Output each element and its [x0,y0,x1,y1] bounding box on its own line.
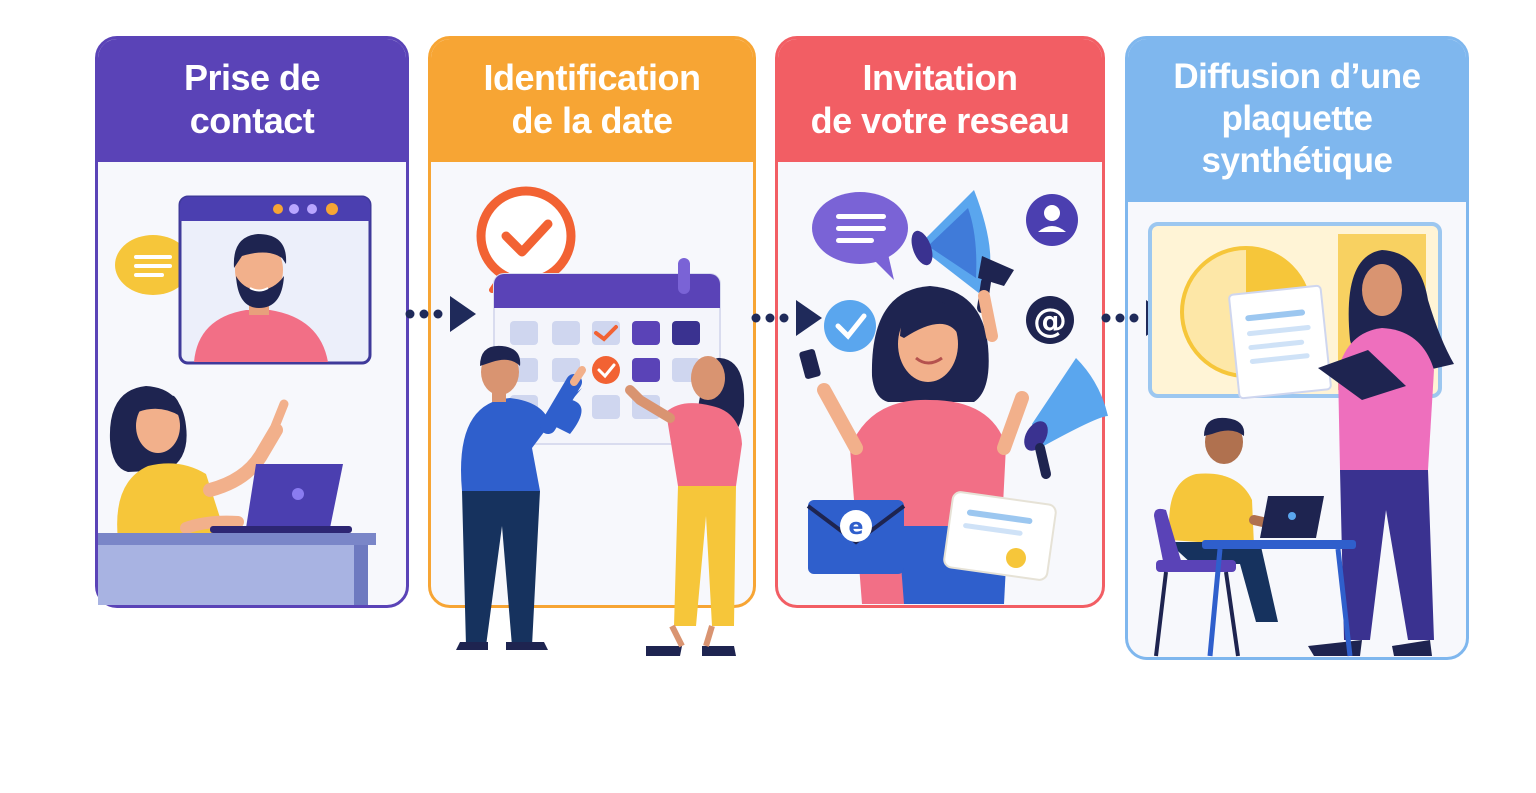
step-title-1: Prise de contact [98,39,406,162]
at-sign-icon: @ [1026,296,1074,344]
user-profile-icon [1026,194,1078,246]
step-title-2: Identification de la date [431,39,753,162]
laptop-icon [210,464,352,533]
illustration-identification-date [456,186,745,656]
step-title-3: Invitation de votre reseau [778,39,1102,162]
check-circle-icon [824,300,876,352]
desk-icon [1202,540,1356,657]
certificate-icon [943,491,1057,581]
illustration-prise-de-contact [98,195,376,605]
svg-text:@: @ [1033,301,1067,341]
calendar-icon [493,258,721,445]
illustration-diffusion-plaquette [1148,222,1454,657]
email-envelope-icon: e [806,500,906,574]
chat-bubble-icon [812,192,908,280]
dotted-arrow-icon [405,296,476,332]
desk-icon [98,533,376,605]
person-woman-icon [1308,250,1454,656]
person-man-icon [1168,417,1285,622]
laptop-icon [1260,496,1324,538]
svg-text:e: e [849,515,864,540]
person-woman-icon [625,356,745,656]
illustration-invitation-reseau: @ e [799,190,1108,604]
person-man-icon [456,345,586,650]
dotted-arrow-icon [751,300,822,336]
megaphone-icon [1024,358,1108,479]
brochure-icon [1228,284,1332,400]
step-title-4: Diffusion d’une plaquette synthétique [1128,39,1466,202]
phone-icon [799,349,821,379]
video-call-window-icon [178,195,372,365]
person-woman-icon [109,386,289,540]
